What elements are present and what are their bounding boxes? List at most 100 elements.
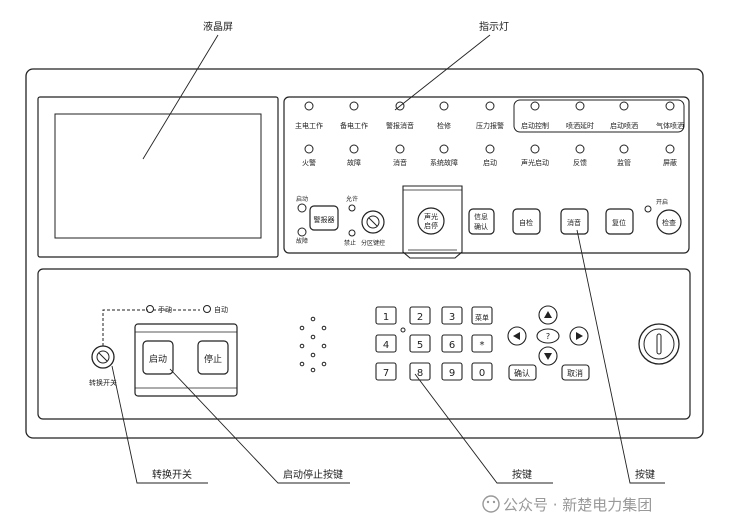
up-arrow-icon	[544, 311, 552, 318]
indicator-label: 火警	[302, 158, 316, 167]
panel-outer-frame	[25, 68, 704, 439]
indicator-label: 主电工作	[295, 121, 323, 130]
sound-light-label-2: 启停	[424, 221, 438, 230]
keypad-key[interactable]	[409, 306, 431, 325]
indicator-led	[349, 144, 359, 154]
down-arrow-icon	[544, 353, 552, 360]
upper-control-panel	[283, 96, 690, 254]
indicator-led	[485, 144, 495, 154]
keypad-key[interactable]	[375, 362, 397, 381]
lcd-screen	[54, 113, 262, 239]
indicator-led	[485, 101, 495, 111]
alarm-button[interactable]	[309, 205, 339, 231]
cabinet-lock[interactable]	[638, 323, 680, 365]
keypad-key[interactable]	[409, 334, 431, 353]
indicator-led	[304, 144, 314, 154]
indicator-label: 启动	[483, 158, 497, 167]
indicator-led	[530, 144, 540, 154]
mute-button[interactable]	[560, 208, 589, 235]
allow-indicator-led	[348, 204, 356, 212]
start-stop-group: 启动 停止	[134, 323, 238, 397]
keypad-key[interactable]	[441, 334, 463, 353]
indicator-led	[530, 101, 540, 111]
selftest-label: 自检	[519, 218, 533, 227]
direction-pad: ? 确认 取消	[507, 305, 590, 381]
keypad-key-label: 4	[383, 340, 389, 351]
keypad-key[interactable]	[375, 334, 397, 353]
watermark-text: 公众号 · 新楚电力集团	[503, 496, 652, 514]
speaker-hole	[299, 343, 305, 349]
callout-keys-2: 按键	[635, 468, 655, 481]
sound-light-start-stop-button[interactable]	[417, 207, 445, 235]
keypad-key-label: 3	[449, 312, 455, 323]
info-confirm-button[interactable]	[468, 208, 495, 235]
confirm-button[interactable]	[508, 364, 537, 381]
keypad-key-label: 8	[417, 368, 423, 379]
indicator-led	[665, 144, 675, 154]
speaker-hole	[310, 316, 316, 322]
speaker-hole	[321, 325, 327, 331]
manual-indicator-led	[146, 305, 154, 313]
cancel-label: 取消	[567, 368, 583, 378]
help-button[interactable]	[536, 328, 560, 344]
start-indicator-led	[297, 203, 307, 213]
speaker-hole	[310, 334, 316, 340]
speaker-hole	[310, 367, 316, 373]
mode-switch-group: 手动 自动 转换开关	[89, 305, 228, 387]
keypad-key-label: 2	[417, 312, 423, 323]
start-button[interactable]	[142, 340, 174, 375]
callout-lcd: 液晶屏	[203, 20, 233, 33]
check-label: 检查	[662, 218, 676, 227]
keypad-key[interactable]	[471, 334, 493, 353]
zone-key-switch[interactable]	[361, 210, 385, 234]
lock-keyhole-icon	[656, 333, 662, 355]
stop-button[interactable]	[197, 340, 229, 375]
upper-buttons: 启动 故障 警报器 允许 禁止 分区键控 声光 启停 信息 确认 自检 消音 复…	[296, 185, 682, 259]
indicator-led	[575, 144, 585, 154]
zone-key-label: 分区键控	[361, 239, 385, 247]
keypad-key[interactable]	[471, 362, 493, 381]
lock-inner-ring	[643, 328, 675, 360]
cancel-button[interactable]	[561, 364, 590, 381]
indicator-label: 声光启动	[521, 158, 549, 167]
manual-label: 手动	[158, 305, 172, 314]
indicator-label: 压力报警	[476, 121, 504, 130]
keypad-key[interactable]	[441, 362, 463, 381]
indicator-label: 检修	[437, 121, 451, 130]
reset-label: 复位	[612, 218, 626, 227]
callout-start-stop: 启动停止按键	[283, 468, 343, 481]
keypad-key[interactable]	[441, 306, 463, 325]
indicator-led	[395, 101, 405, 111]
indicator-label: 系统故障	[430, 158, 458, 167]
indicator-label: 启动喷洒	[610, 121, 638, 130]
confirm-label: 确认	[514, 368, 530, 378]
fire-extinguish-indicator-group	[513, 99, 685, 133]
indicator-led	[619, 101, 629, 111]
open-small-label: 开启	[656, 198, 668, 206]
indicator-led	[619, 144, 629, 154]
indicator-label: 消音	[393, 158, 407, 167]
check-button[interactable]	[656, 209, 682, 235]
start-small-label: 启动	[296, 195, 308, 203]
fault-small-label: 故障	[296, 237, 308, 245]
keypad-key[interactable]	[471, 306, 493, 325]
speaker-hole	[310, 352, 316, 358]
open-indicator-led	[644, 205, 652, 213]
right-arrow-icon	[576, 332, 583, 340]
keypad-key[interactable]	[375, 306, 397, 325]
lower-control-panel	[37, 268, 691, 420]
keypad-key-label: 9	[449, 368, 455, 379]
indicator-label: 气体喷洒	[656, 121, 684, 130]
speaker-hole	[299, 325, 305, 331]
stop-button-label: 停止	[204, 353, 222, 365]
forbid-indicator-led	[348, 229, 356, 237]
auto-indicator-led	[203, 305, 211, 313]
info-label-1: 信息	[474, 212, 488, 221]
indicator-led	[395, 144, 405, 154]
speaker-hole	[321, 343, 327, 349]
keypad-key-label: 菜单	[475, 313, 489, 322]
transfer-switch-key[interactable]	[91, 345, 115, 369]
selftest-button[interactable]	[512, 208, 541, 235]
reset-button[interactable]	[605, 208, 634, 235]
keypad-key-label: 6	[449, 340, 455, 351]
